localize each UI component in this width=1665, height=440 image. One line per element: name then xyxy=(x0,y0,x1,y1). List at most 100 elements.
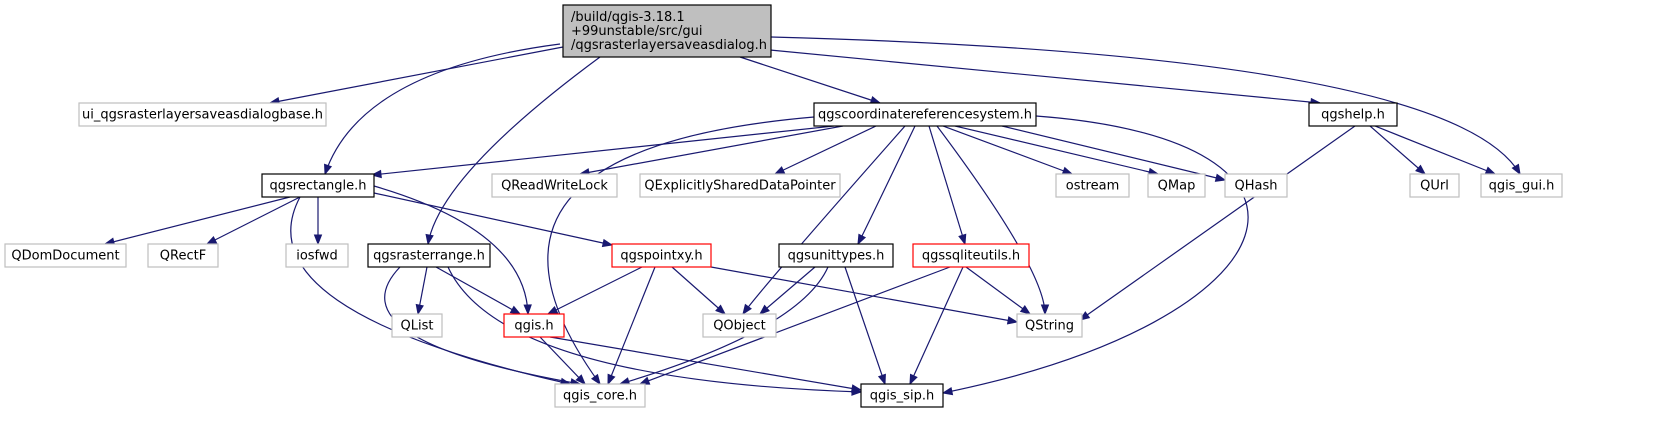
node-label: iosfwd xyxy=(296,249,338,264)
node-qgis_sip[interactable]: qgis_sip.h xyxy=(860,383,944,408)
arrowhead xyxy=(742,303,752,316)
node-sqlite[interactable]: qgssqliteutils.h xyxy=(912,243,1030,268)
node-label: ui_qgsrasterlayersaveasdialogbase.h xyxy=(82,108,323,123)
node-box xyxy=(813,102,1037,127)
edge-line xyxy=(447,266,862,393)
node-qurl[interactable]: QUrl xyxy=(1409,173,1460,198)
edge-line xyxy=(373,192,613,246)
arrowhead xyxy=(715,304,727,315)
edge-line xyxy=(639,266,951,385)
edge-line xyxy=(770,36,1521,175)
edge-line xyxy=(269,46,564,104)
edge-crs-to-rwlock xyxy=(578,125,844,177)
node-box xyxy=(1308,102,1398,127)
node-label: qgsrectangle.h xyxy=(269,179,366,194)
edge-line xyxy=(844,266,886,385)
node-box xyxy=(1016,313,1083,338)
node-box xyxy=(147,243,219,268)
arrowhead xyxy=(1040,304,1050,316)
node-box xyxy=(562,4,772,58)
node-rwlock[interactable]: QReadWriteLock xyxy=(491,173,618,198)
node-box xyxy=(503,313,565,338)
arrowhead xyxy=(523,304,532,316)
edge-sqlite-to-qstring xyxy=(965,266,1032,315)
node-box xyxy=(261,173,375,198)
node-layer: /build/qgis-3.18.1+99unstable/src/gui/qg… xyxy=(4,4,1563,408)
arrowhead xyxy=(509,305,522,315)
edge-line xyxy=(373,185,529,315)
edge-line xyxy=(759,266,816,315)
arrowhead xyxy=(575,374,586,385)
edge-sqlite-to-qgis_sip xyxy=(909,266,964,386)
node-box xyxy=(1055,173,1130,198)
node-qlist[interactable]: QList xyxy=(391,313,443,338)
node-box xyxy=(702,313,777,338)
edge-root-to-qgis_gui xyxy=(770,36,1521,176)
node-label: qgis.h xyxy=(514,319,553,334)
node-qhash[interactable]: QHash xyxy=(1224,173,1288,198)
node-label: QReadWriteLock xyxy=(501,179,608,194)
edge-line xyxy=(739,56,881,104)
node-esdp[interactable]: QExplicitlySharedDataPointer xyxy=(639,173,841,198)
arrowhead xyxy=(607,373,616,386)
node-box xyxy=(491,173,618,198)
edge-qgis-to-qgis_sip xyxy=(549,336,863,393)
node-qgis_core[interactable]: qgis_core.h xyxy=(554,383,646,408)
arrowhead xyxy=(1019,304,1032,315)
node-rrange[interactable]: qgsrasterrange.h xyxy=(367,243,491,268)
edge-rect-to-domdoc xyxy=(103,196,291,246)
node-ostream[interactable]: ostream xyxy=(1055,173,1130,198)
edge-layer xyxy=(103,36,1521,396)
node-label: QUrl xyxy=(1420,179,1449,194)
node-label: QMap xyxy=(1158,179,1196,194)
node-box xyxy=(391,313,443,338)
arrowhead xyxy=(638,376,651,385)
edge-line xyxy=(928,125,966,245)
edge-pointxy-to-qgis_core xyxy=(607,266,656,386)
node-label: qgspointxy.h xyxy=(620,249,702,264)
edge-line xyxy=(206,196,301,245)
arrowhead xyxy=(370,169,382,179)
node-qgis_gui[interactable]: qgis_gui.h xyxy=(1480,173,1563,198)
node-qgis[interactable]: qgis.h xyxy=(503,313,565,338)
node-unittypes[interactable]: qgsunittypes.h xyxy=(778,243,894,268)
node-qmap[interactable]: QMap xyxy=(1147,173,1206,198)
edge-line xyxy=(1369,125,1426,175)
edge-line xyxy=(671,266,726,315)
edge-line xyxy=(104,196,291,245)
node-rectf[interactable]: QRectF xyxy=(147,243,219,268)
node-domdoc[interactable]: QDomDocument xyxy=(4,243,127,268)
node-qstring[interactable]: QString xyxy=(1016,313,1083,338)
node-help[interactable]: qgshelp.h xyxy=(1308,102,1398,127)
arrowhead xyxy=(941,386,954,396)
edge-rrange-to-qlist xyxy=(415,266,428,316)
edge-sqlite-to-qgis_core xyxy=(638,266,951,385)
node-iosfwd[interactable]: iosfwd xyxy=(285,243,349,268)
arrowhead xyxy=(313,234,323,246)
edge-crs-to-qhash xyxy=(1001,125,1227,182)
edge-crs-to-unittypes xyxy=(857,125,916,246)
edge-unittypes-to-qobject xyxy=(758,266,816,315)
node-box xyxy=(285,243,349,268)
arrowhead xyxy=(425,233,434,246)
node-box xyxy=(1409,173,1460,198)
edge-line xyxy=(774,125,877,175)
edge-rect-to-qgis_core xyxy=(290,196,572,387)
edge-crs-to-qstring xyxy=(936,125,1050,316)
node-label: qgsunittypes.h xyxy=(788,249,885,264)
arrowhead xyxy=(958,233,967,246)
edge-rect-to-iosfwd xyxy=(313,197,323,246)
node-root[interactable]: /build/qgis-3.18.1+99unstable/src/gui/qg… xyxy=(562,4,772,58)
node-rect[interactable]: qgsrectangle.h xyxy=(261,173,375,198)
node-qobject[interactable]: QObject xyxy=(702,313,777,338)
node-box xyxy=(554,383,646,408)
node-ui_base[interactable]: ui_qgsrasterlayersaveasdialogbase.h xyxy=(78,102,327,127)
node-crs[interactable]: qgscoordinatereferencesystem.h xyxy=(813,102,1037,127)
node-label: /qgsrasterlayersaveasdialog.h xyxy=(571,38,767,53)
edge-root-to-help xyxy=(769,49,1322,107)
edge-line xyxy=(607,266,656,385)
edge-crs-to-ostream xyxy=(942,125,1074,175)
edge-line xyxy=(769,49,1321,104)
arrowhead xyxy=(1511,163,1521,176)
node-pointxy[interactable]: qgspointxy.h xyxy=(611,243,712,268)
